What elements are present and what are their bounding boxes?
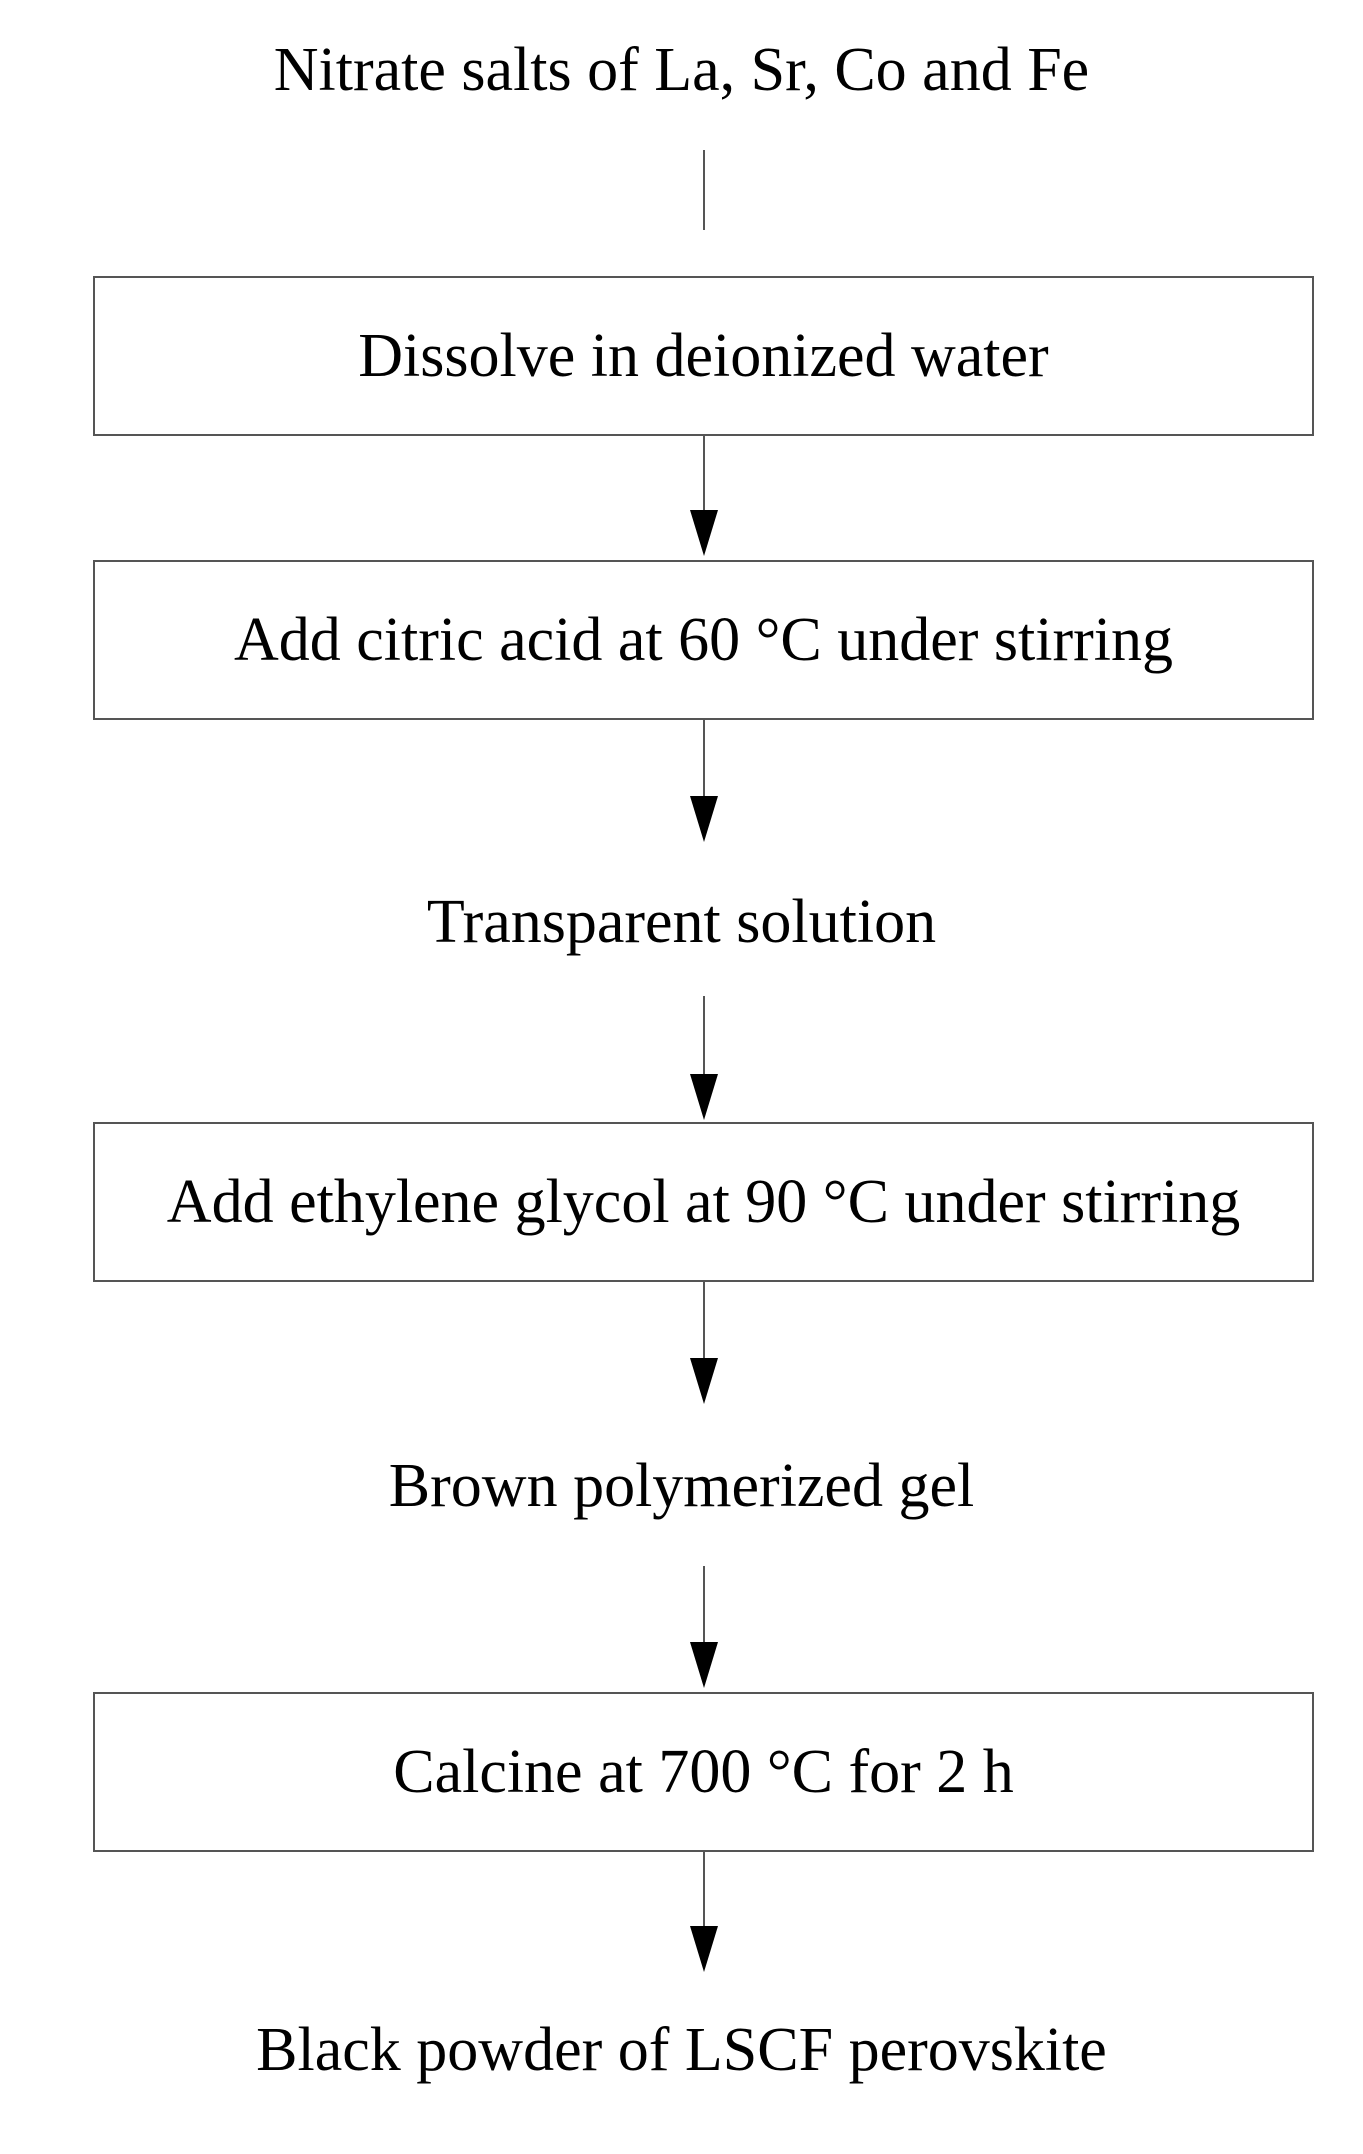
- intermediate-transparent-solution: Transparent solution: [426, 888, 937, 956]
- product-label: Black powder of LSCF perovskite: [256, 2016, 1107, 2084]
- start-label: Nitrate salts of La, Sr, Co and Fe: [273, 36, 1090, 104]
- step-citric-acid-box: Add citric acid at 60 °C under stirring: [93, 560, 1314, 720]
- arrowhead-step4: [690, 1642, 718, 1688]
- step-calcine-text: Calcine at 700 °C for 2 h: [393, 1737, 1014, 1806]
- step-ethylene-glycol-text: Add ethylene glycol at 90 °C under stirr…: [166, 1167, 1241, 1236]
- intermediate-brown-gel: Brown polymerized gel: [388, 1452, 975, 1520]
- step-calcine-box: Calcine at 700 °C for 2 h: [93, 1692, 1314, 1852]
- arrowhead-product: [690, 1926, 718, 1972]
- step-ethylene-glycol-box: Add ethylene glycol at 90 °C under stirr…: [93, 1122, 1314, 1282]
- arrowhead-step2: [690, 510, 718, 556]
- arrowhead-step3: [690, 1074, 718, 1120]
- step-dissolve-text: Dissolve in deionized water: [358, 321, 1049, 390]
- arrowhead-intermediate2: [690, 1358, 718, 1404]
- step-dissolve-box: Dissolve in deionized water: [93, 276, 1314, 436]
- step-citric-acid-text: Add citric acid at 60 °C under stirring: [233, 605, 1174, 674]
- arrowhead-intermediate1: [690, 796, 718, 842]
